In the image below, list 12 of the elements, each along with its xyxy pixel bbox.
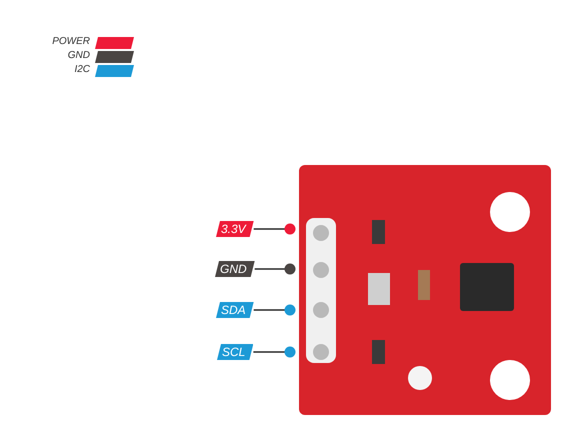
pin-label: SCL <box>217 344 254 360</box>
pin-line <box>254 304 296 316</box>
pin-line <box>253 346 296 358</box>
pin-label: GND <box>215 261 255 277</box>
legend-label: GND <box>66 50 90 61</box>
pin-line <box>254 224 296 234</box>
legend-label: I2C <box>73 64 90 75</box>
pin-label: SDA <box>216 302 254 318</box>
pin-label: 3.3V <box>216 221 254 237</box>
pin-line <box>254 264 296 274</box>
legend-label: POWER <box>51 36 90 47</box>
picture <box>299 165 551 415</box>
